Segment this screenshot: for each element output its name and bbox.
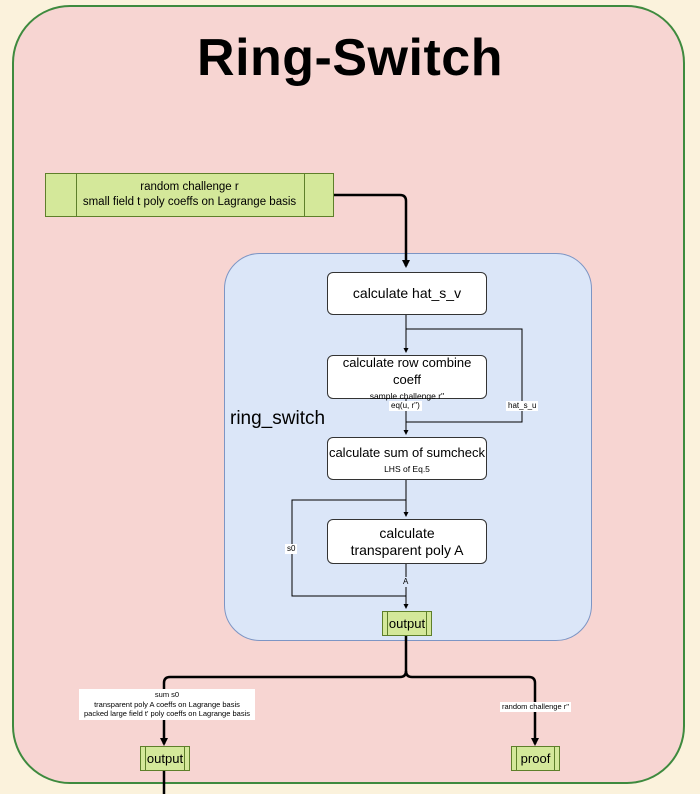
left-output-box: output [140,746,190,771]
right-branch-label: random challenge r'' [500,702,572,712]
input-box-left-bar [76,174,77,216]
node-sum-sumcheck-sub: LHS of Eq.5 [384,463,430,474]
node-row-combine-sub: sample challenge r'' [369,390,445,401]
left-label-line-2: transparent poly A coeffs on Lagrange ba… [94,699,240,709]
proof-left-bar [516,747,517,770]
node-row-combine: calculate row combine coeff sample chall… [327,354,487,401]
left-output-left-bar [145,747,146,770]
inner-output-label: output [388,616,426,631]
edge-label-s0: s0 [285,544,298,554]
proof-label: proof [520,751,551,766]
left-branch-label: sum s0 transparent poly A coeffs on Lagr… [79,689,255,720]
node-sum-sumcheck-label: calculate sum of sumcheck [328,444,486,460]
input-line-1: random challenge r [140,181,239,193]
node-transparent-poly: calculate transparent poly A [327,519,487,564]
inner-output-right-bar [426,612,427,635]
node-transparent-line-2: transparent poly A [350,541,464,558]
proof-box: proof [511,746,560,771]
left-label-line-1: sum s0 [154,690,180,699]
proof-right-bar [554,747,555,770]
edge-input-to-hat-s-v [333,193,410,268]
node-transparent-line-1: calculate [379,524,435,541]
inner-output-left-bar [387,612,388,635]
subgraph-label: ring_switch [230,408,326,429]
left-label-line-3: packed large field t' poly coeffs on Lag… [84,709,250,718]
diagram-title: Ring-Switch [197,29,503,87]
edge-label-a: A [401,577,411,587]
left-output-right-bar [184,747,185,770]
left-output-label: output [146,751,184,766]
edge-label-eq: eq(u, r'') [389,401,422,411]
edge-hat-s-u [406,328,523,423]
inner-output-box: output [382,611,432,636]
node-hat-s-v: calculate hat_s_v [327,272,487,315]
input-line-2: small field t poly coeffs on Lagrange ba… [82,196,297,208]
edge-label-hat-s-u: hat_s_u [506,401,539,411]
node-row-combine-label: calculate row combine coeff [342,354,472,387]
edge-output-to-proof [404,670,539,746]
input-box: random challenge r small field t poly co… [45,173,334,217]
node-sum-sumcheck: calculate sum of sumcheck LHS of Eq.5 [327,437,487,480]
input-box-right-bar [304,174,305,216]
node-hat-s-v-label: calculate hat_s_v [352,285,462,301]
